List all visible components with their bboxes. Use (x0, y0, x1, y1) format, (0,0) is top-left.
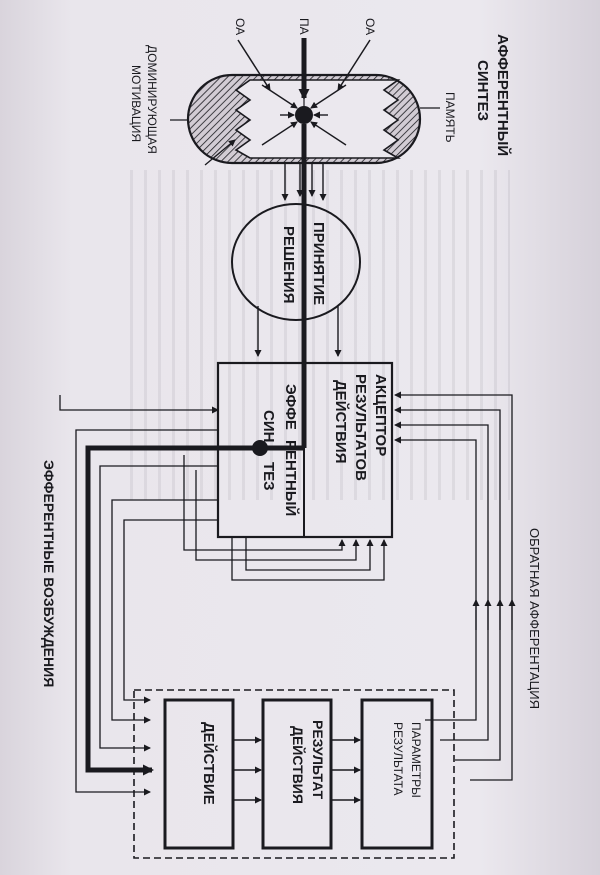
label-result-params-2: РЕЗУЛЬТАТА (391, 722, 405, 796)
label-afferent-synthesis-1: АФФЕРЕНТНЫЙ (494, 34, 512, 156)
decision-to-acceptor-arrows (254, 306, 342, 357)
action-box (163, 698, 235, 850)
label-acceptor-1: АКЦЕПТОР (372, 374, 389, 456)
label-action: ДЕЙСТВИЕ (200, 722, 218, 805)
label-decision-2: РЕШЕНИЯ (280, 226, 297, 303)
label-efferent-b: РЕНТНЫЙ (282, 440, 300, 516)
efferent-pathway (85, 445, 304, 770)
label-result-1: РЕЗУЛЬТАТ (310, 720, 326, 800)
efferent-excitation-lines (75, 429, 218, 796)
feedback-bus-arrows (472, 599, 516, 630)
decision-ellipse (231, 203, 361, 321)
label-pa: ПА (297, 18, 311, 35)
oa-bottom-arrow (237, 39, 271, 91)
label-motivation-1: ДОМИНИРУЮЩАЯ (145, 45, 159, 154)
motivation-arrow (204, 139, 236, 166)
label-feedback: ОБРАТНАЯ АФФЕРЕНТАЦИЯ (527, 528, 542, 709)
label-motivation-2: МОТИВАЦИЯ (129, 65, 143, 142)
label-oa-top: ОА (363, 18, 377, 35)
label-efferent-c: СИН (260, 410, 277, 442)
result-dashed-box (133, 689, 455, 859)
result-params-box (360, 698, 434, 850)
label-result-2: ДЕЙСТВИЯ (290, 726, 307, 804)
label-result-params-1: ПАРАМЕТРЫ (409, 722, 423, 798)
label-acceptor-2: РЕЗУЛЬТАТОВ (352, 374, 369, 481)
label-decision-1: ПРИНЯТИЕ (310, 222, 327, 305)
result-box (261, 698, 333, 850)
collateral-lines (183, 455, 388, 581)
inner-box-arrows (233, 736, 361, 804)
paper-bleed-through (130, 170, 510, 500)
label-efferent-d: ТЕЗ (260, 462, 277, 491)
synthesis-node (295, 106, 313, 124)
label-efferent-excitation: ЭФФЕРЕНТНЫЕ ВОЗБУЖДЕНИЯ (41, 460, 57, 687)
label-acceptor-3: ДЕЙСТВИЯ (332, 380, 350, 464)
label-afferent-synthesis-2: СИНТЕЗ (474, 60, 491, 121)
capsule-to-decision-arrows (281, 162, 327, 201)
feedback-lines (59, 391, 513, 781)
label-efferent-a: ЭФФЕ (282, 384, 299, 430)
label-memory: ПАМЯТЬ (443, 92, 457, 143)
oa-top-arrow (337, 39, 371, 91)
label-oa-bottom: ОА (233, 18, 247, 35)
